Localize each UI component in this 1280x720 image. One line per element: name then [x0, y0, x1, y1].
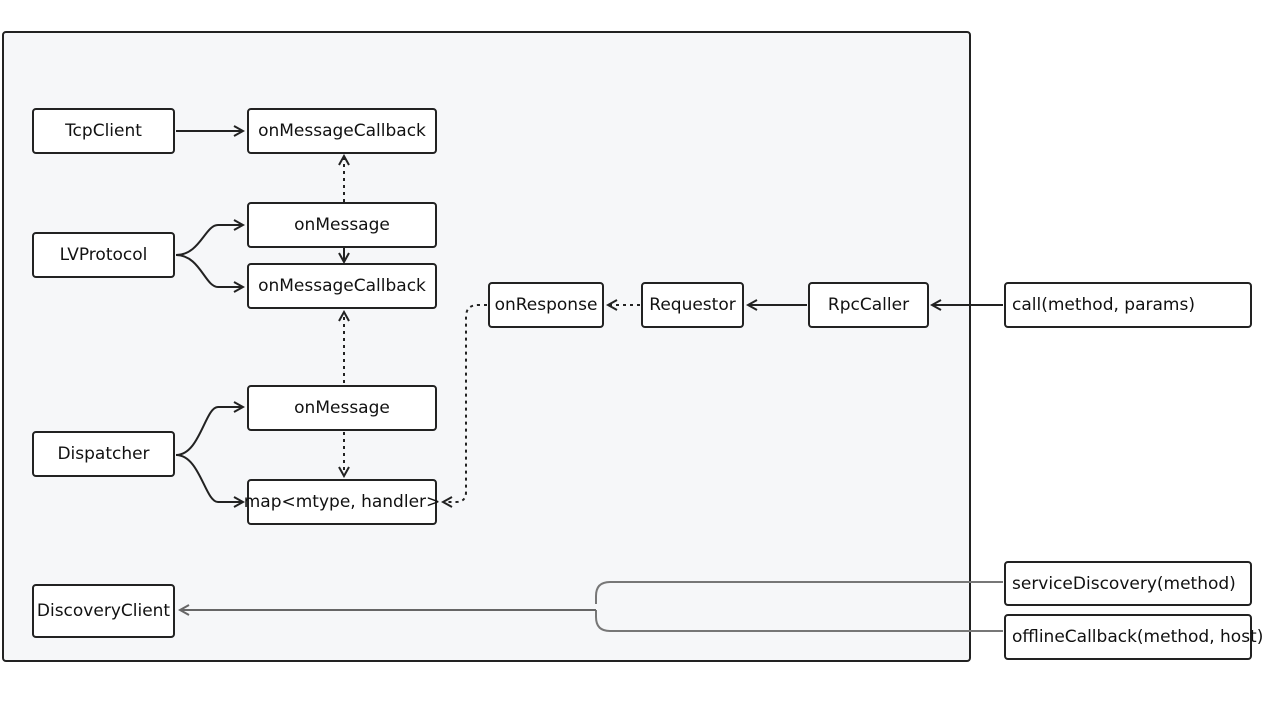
node-call: call(method, params) [1004, 282, 1252, 328]
brace-offlinecallback [595, 610, 1003, 632]
node-discoveryclient: DiscoveryClient [32, 584, 175, 638]
node-onmessage-dispatcher: onMessage [247, 385, 437, 431]
node-rpccaller: RpcCaller [808, 282, 929, 328]
node-onmessage-protocol: onMessage [247, 202, 437, 248]
branch-dispatcher-to-onmessage [175, 407, 243, 456]
node-tcpclient: TcpClient [32, 108, 175, 154]
node-requestor: Requestor [641, 282, 744, 328]
branch-dispatcher-to-map [175, 454, 243, 502]
node-dispatcher: Dispatcher [32, 431, 175, 477]
node-onresponse: onResponse [488, 282, 604, 328]
dotted-arrow-onresponse-to-map [443, 304, 487, 502]
branch-lvprotocol-to-onmessage [175, 225, 243, 256]
branch-lvprotocol-to-callback [175, 254, 243, 287]
node-onmessagecallback-protocol: onMessageCallback [247, 263, 437, 309]
brace-servicediscovery [595, 581, 1003, 604]
node-servicediscovery: serviceDiscovery(method) [1004, 561, 1252, 606]
node-lvprotocol: LVProtocol [32, 232, 175, 278]
node-onmessagecallback-top: onMessageCallback [247, 108, 437, 154]
node-offlinecallback: offlineCallback(method, host) [1004, 614, 1263, 660]
node-handler-map: map<mtype, handler> [244, 479, 440, 525]
